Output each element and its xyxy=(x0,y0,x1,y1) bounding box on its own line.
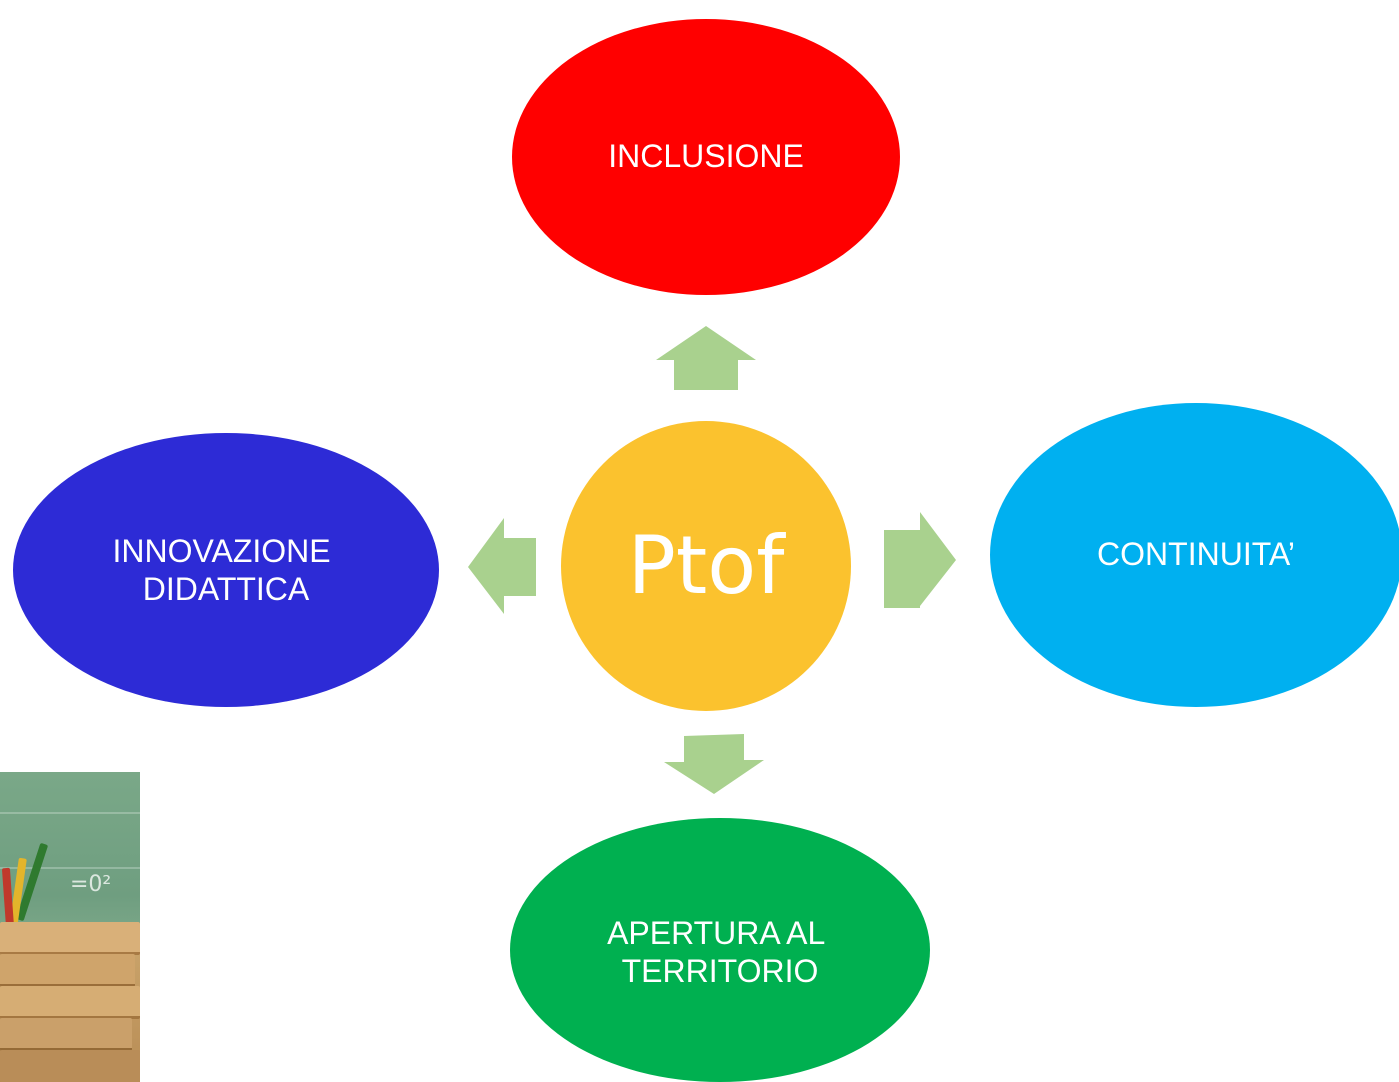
center-node-label: Ptof xyxy=(628,519,787,612)
book xyxy=(0,1018,132,1051)
node-innovazione-didattica-shape xyxy=(13,433,439,707)
arrow-down xyxy=(664,734,764,794)
book xyxy=(0,986,140,1019)
node-continuita: CONTINUITA’ xyxy=(990,403,1399,707)
chalkboard-line xyxy=(0,867,140,869)
node-inclusione-shape xyxy=(512,19,900,295)
node-apertura-territorio: APERTURA AL TERRITORIO xyxy=(510,818,930,1082)
table-surface xyxy=(0,1050,140,1082)
node-continuita-shape xyxy=(990,403,1399,707)
books-pencils-photo: =0² xyxy=(0,772,140,1082)
arrow-left xyxy=(468,518,536,614)
node-innovazione-didattica-label: INNOVAZIONE DIDATTICA xyxy=(113,533,340,607)
book xyxy=(0,954,135,987)
node-inclusione: INCLUSIONE xyxy=(512,19,900,295)
node-continuita-label: CONTINUITA’ xyxy=(1097,536,1295,572)
chalk-writing: =0² xyxy=(70,872,112,897)
center-node-ptof: Ptof xyxy=(561,421,851,711)
node-apertura-territorio-label: APERTURA AL TERRITORIO xyxy=(607,915,833,989)
chalkboard-line xyxy=(0,812,140,814)
node-inclusione-label: INCLUSIONE xyxy=(608,138,804,174)
arrow-right xyxy=(884,512,956,608)
node-innovazione-didattica: INNOVAZIONE DIDATTICA xyxy=(13,433,439,707)
node-apertura-territorio-shape xyxy=(510,818,930,1082)
arrow-up xyxy=(656,326,756,390)
center-node-shape xyxy=(561,421,851,711)
book xyxy=(0,922,140,955)
